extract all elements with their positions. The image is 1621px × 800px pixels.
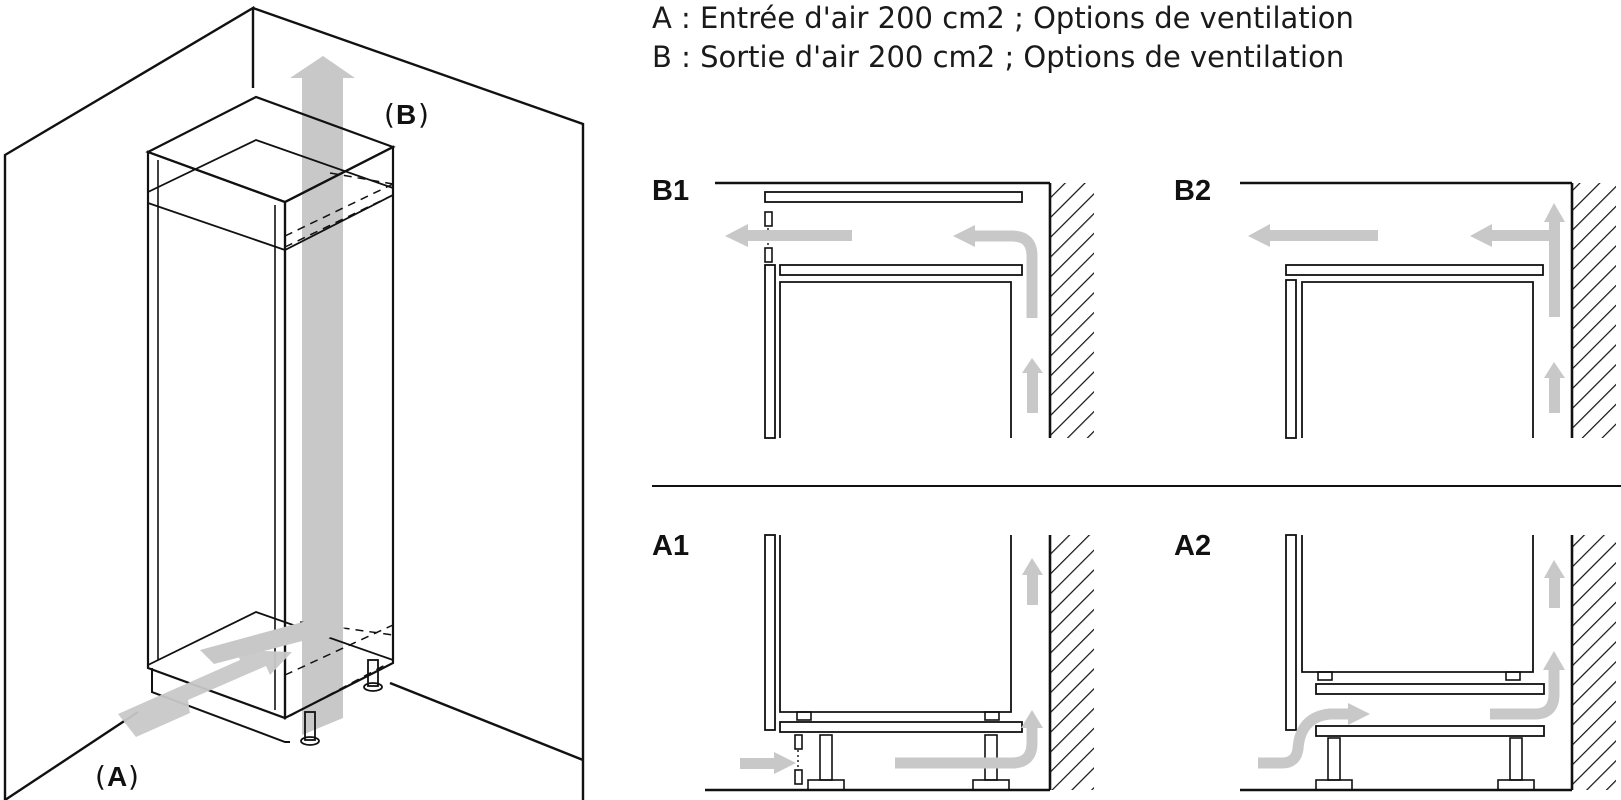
panel-label-b1: B1 xyxy=(652,175,689,207)
exhaust-arrow-b xyxy=(290,56,355,735)
airflow-a2 xyxy=(1258,560,1565,769)
panel-b1: B1 xyxy=(652,175,1094,439)
callout-a: ( A ) xyxy=(95,760,139,793)
back-wall-left xyxy=(3,5,255,800)
callout-a-open: ( xyxy=(95,760,106,793)
cabinet-box xyxy=(145,95,396,746)
wall-hatch xyxy=(1050,535,1094,790)
airflow-a1 xyxy=(740,558,1043,774)
floor-edge-right xyxy=(389,681,584,762)
wall-hatch xyxy=(1050,183,1094,438)
callout-a-close: ) xyxy=(128,760,139,793)
panel-label-b2: B2 xyxy=(1174,175,1211,207)
callout-b-letter: B xyxy=(396,99,416,130)
intake-arrow-a xyxy=(118,650,292,737)
isometric-cabinet: ( B ) ( A ) xyxy=(3,5,585,800)
callout-b: ( B ) xyxy=(384,98,429,131)
callout-a-letter: A xyxy=(107,761,127,792)
callout-b-open: ( xyxy=(384,98,395,131)
panel-label-a2: A2 xyxy=(1174,530,1211,562)
panel-b2: B2 xyxy=(1174,175,1616,439)
back-wall-right xyxy=(252,6,585,800)
intake-arrow-a-upper xyxy=(200,610,345,664)
airflow-b2 xyxy=(1248,203,1565,413)
legend-line-b: B : Sortie d'air 200 cm2 ; Options de ve… xyxy=(652,40,1344,74)
panel-a2: A2 xyxy=(1174,530,1616,792)
legend-line-a: A : Entrée d'air 200 cm2 ; Options de ve… xyxy=(652,1,1354,35)
airflow-b1 xyxy=(725,224,1043,413)
panel-a1: A1 xyxy=(652,530,1094,792)
panel-label-a1: A1 xyxy=(652,530,689,562)
floor-edge-left xyxy=(4,710,139,800)
wall-hatch xyxy=(1572,183,1616,438)
wall-hatch xyxy=(1572,535,1616,790)
callout-b-close: ) xyxy=(418,98,429,131)
